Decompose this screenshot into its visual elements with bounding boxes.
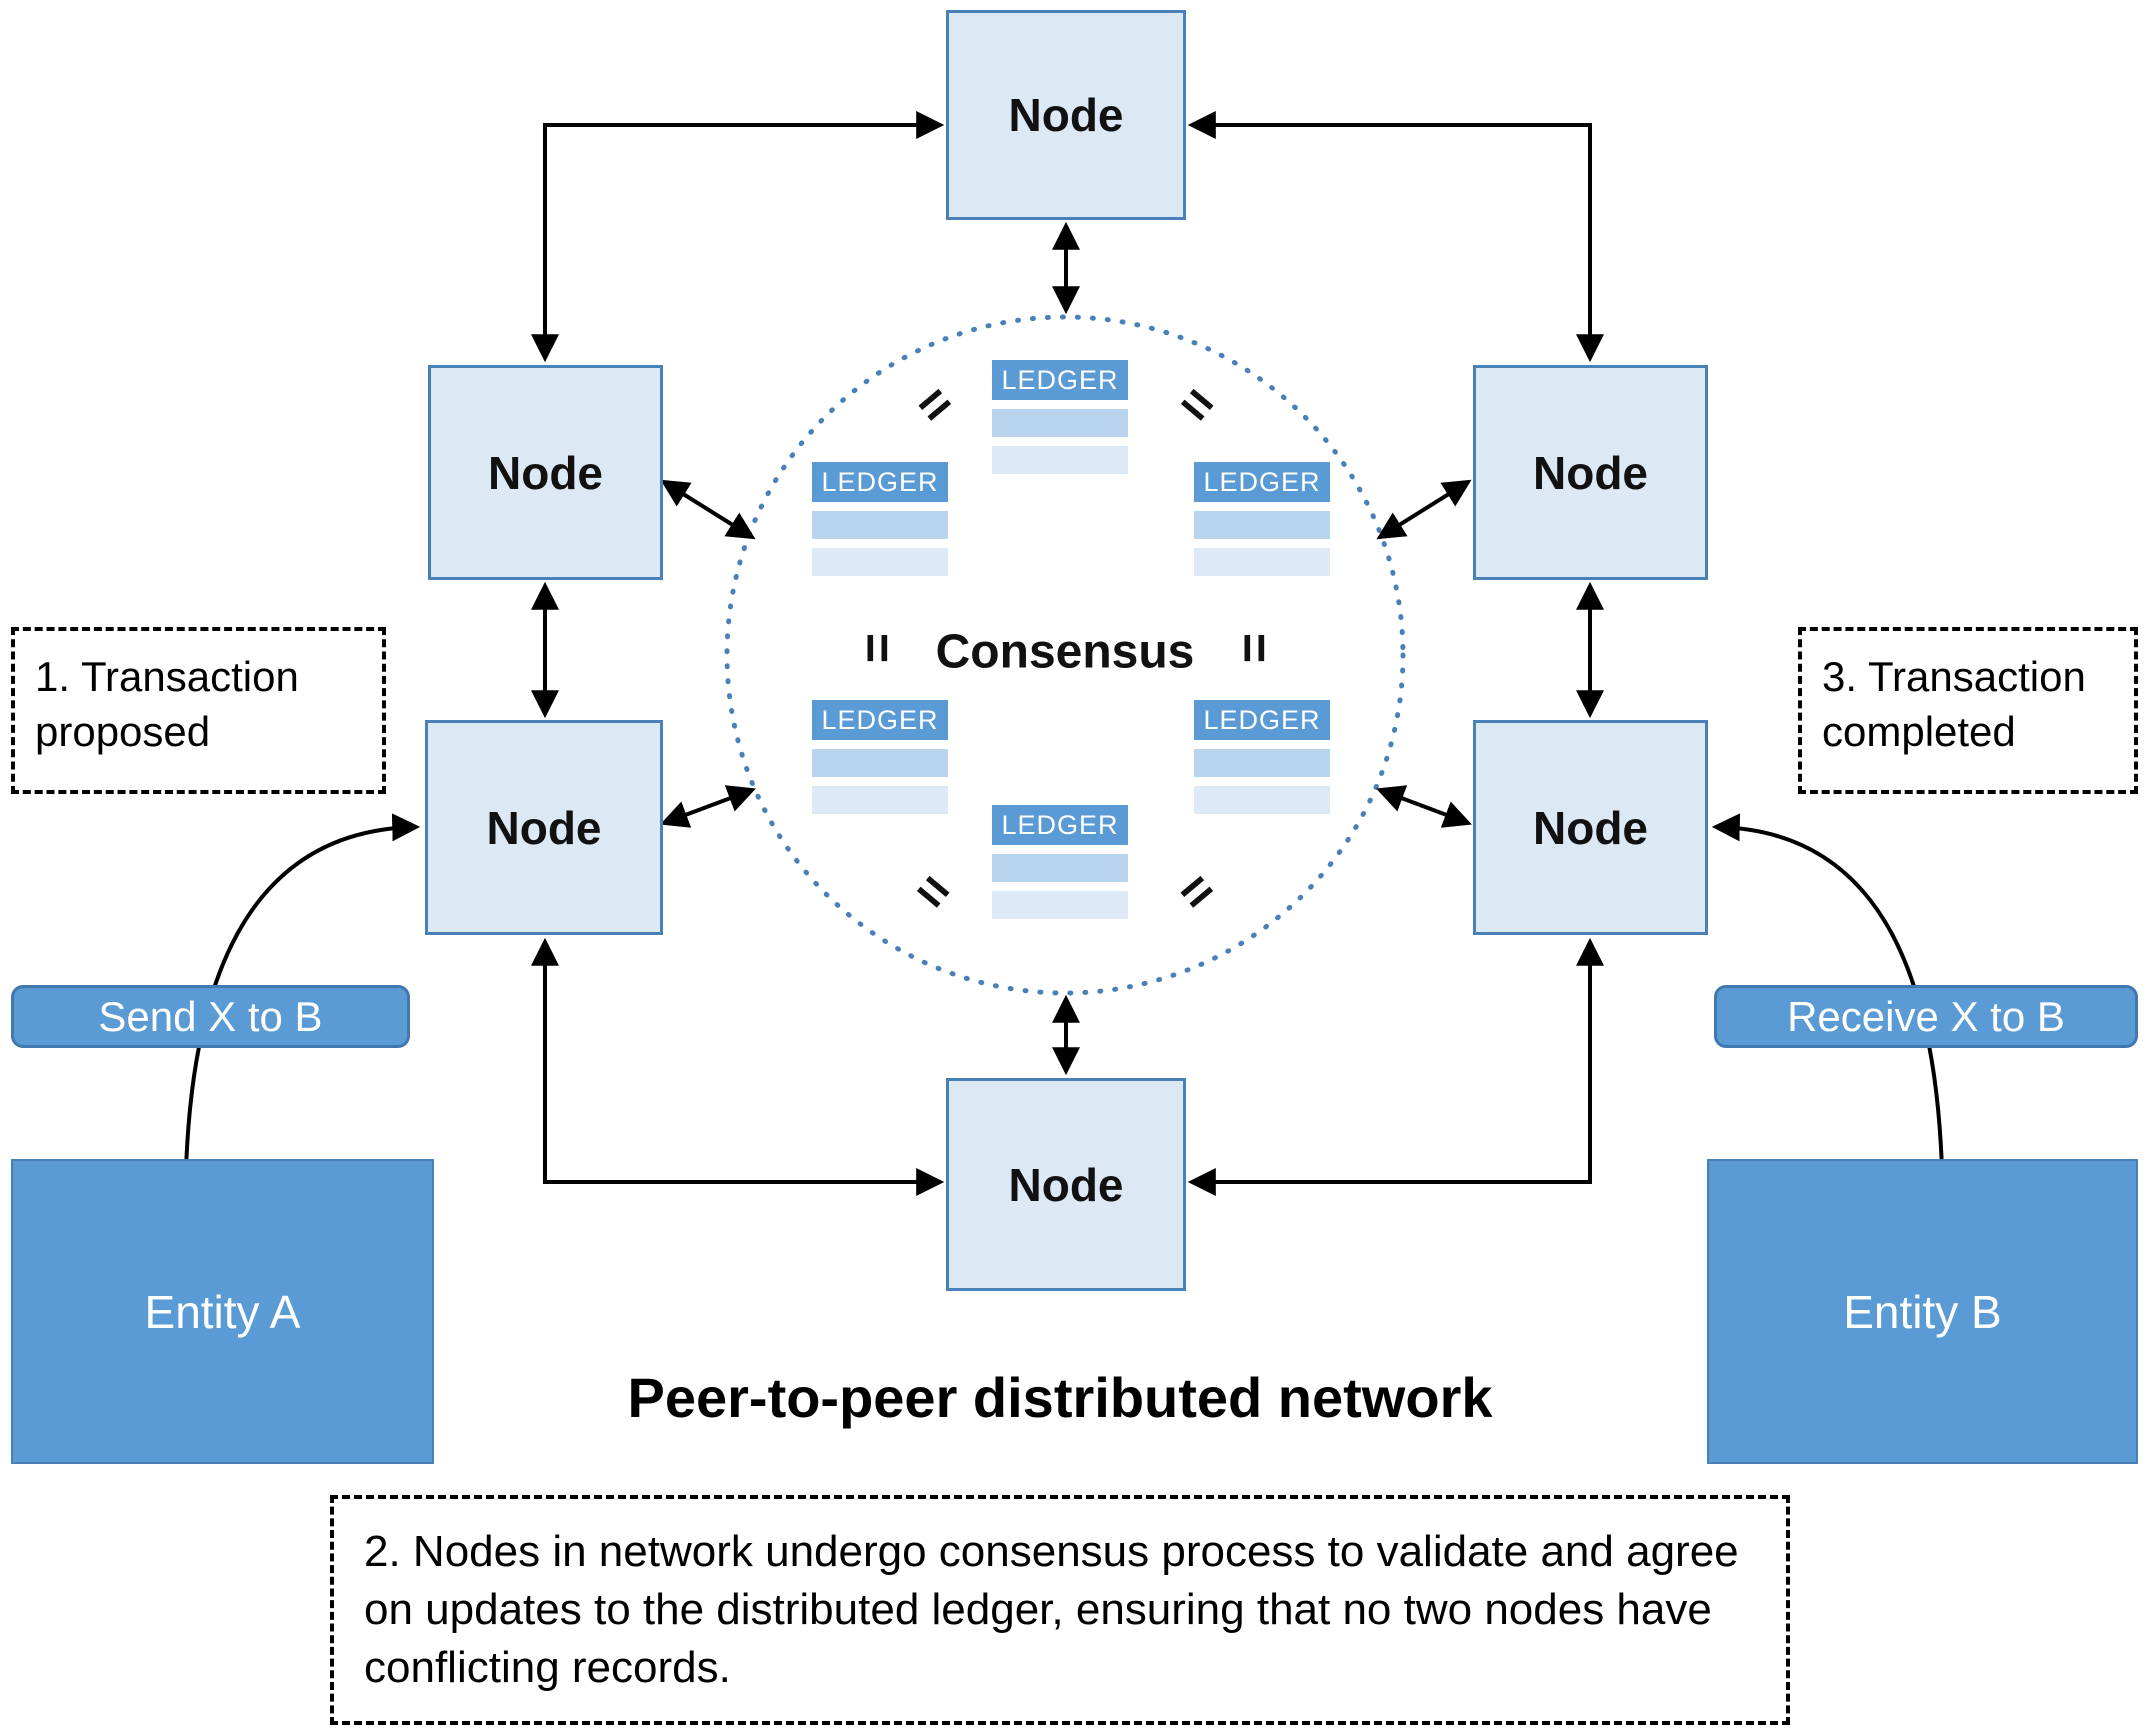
receive-transaction-text: Receive X to B (1787, 992, 2065, 1040)
node-box-bottom: Node (946, 1078, 1186, 1291)
ledger-row (812, 749, 948, 777)
annotation-step1-text: 1. Transaction proposed (35, 653, 299, 756)
equals-mark: = (1225, 632, 1283, 664)
ledger-table: LEDGER (1194, 700, 1330, 814)
node-box-top: Node (946, 10, 1186, 220)
ledger-header: LEDGER (812, 700, 948, 740)
ledger-row (1194, 786, 1330, 814)
receive-transaction-label: Receive X to B (1714, 985, 2138, 1048)
ledger-table: LEDGER (992, 360, 1128, 474)
node-label: Node (1533, 446, 1648, 499)
ledger-header: LEDGER (812, 462, 948, 502)
arrow-top-to-leftupper (531, 111, 945, 363)
equals-mark: = (848, 632, 906, 664)
ledger-table: LEDGER (812, 462, 948, 576)
send-transaction-text: Send X to B (98, 992, 323, 1040)
consensus-circle (724, 314, 1406, 996)
arrow-entity-a-to-node (184, 813, 421, 1171)
node-label: Node (486, 801, 602, 854)
ledger-header: LEDGER (1194, 700, 1330, 740)
entity-b-box: Entity B (1707, 1159, 2138, 1464)
ledger-row (812, 548, 948, 576)
arrow-leftupper-circle (660, 479, 756, 540)
ledger-table: LEDGER (812, 700, 948, 814)
ledger-row (1194, 749, 1330, 777)
node-label: Node (1533, 801, 1648, 854)
arrow-bottom-to-rightlower (1187, 937, 1604, 1196)
entity-a-label: Entity A (144, 1285, 301, 1338)
ledger-row (1194, 511, 1330, 539)
ledger-row (992, 854, 1128, 882)
send-transaction-label: Send X to B (11, 985, 410, 1048)
node-box-right-upper: Node (1473, 365, 1708, 580)
ledger-header: LEDGER (1194, 462, 1330, 502)
annotation-step2-text: 2. Nodes in network undergo consensus pr… (364, 1527, 1739, 1693)
diagram-title: Peer-to-peer distributed network (627, 1366, 1493, 1429)
node-box-left-upper: Node (428, 365, 663, 580)
arrow-top-to-rightupper (1187, 111, 1604, 363)
ledger-row (992, 446, 1128, 474)
ledger-row (1194, 548, 1330, 576)
arrow-entity-b-to-node (1711, 813, 1944, 1171)
annotation-step1: 1. Transaction proposed (11, 627, 386, 794)
entity-b-label: Entity B (1843, 1285, 2002, 1338)
ledger-table: LEDGER (1194, 462, 1330, 576)
ledger-row (812, 786, 948, 814)
annotation-step3: 3. Transaction completed (1798, 627, 2138, 794)
ledger-header: LEDGER (992, 805, 1128, 845)
annotation-step2: 2. Nodes in network undergo consensus pr… (330, 1495, 1790, 1726)
arrow-bottom-to-leftlower (531, 937, 945, 1196)
entity-a-box: Entity A (11, 1159, 434, 1464)
node-box-left-lower: Node (425, 720, 663, 935)
node-label: Node (1008, 1158, 1124, 1211)
ledger-header: LEDGER (992, 360, 1128, 400)
annotation-step3-text: 3. Transaction completed (1822, 653, 2086, 756)
ledger-row (992, 891, 1128, 919)
node-box-right-lower: Node (1473, 720, 1708, 935)
node-label: Node (488, 446, 603, 499)
ledger-row (992, 409, 1128, 437)
ledger-row (812, 511, 948, 539)
node-label: Node (1008, 89, 1124, 141)
arrow-rightlower-circle (1376, 785, 1472, 828)
arrow-rightupper-circle (1376, 479, 1472, 540)
ledger-table: LEDGER (992, 805, 1128, 919)
consensus-label: Consensus (935, 625, 1195, 679)
arrow-leftlower-circle (660, 785, 756, 828)
